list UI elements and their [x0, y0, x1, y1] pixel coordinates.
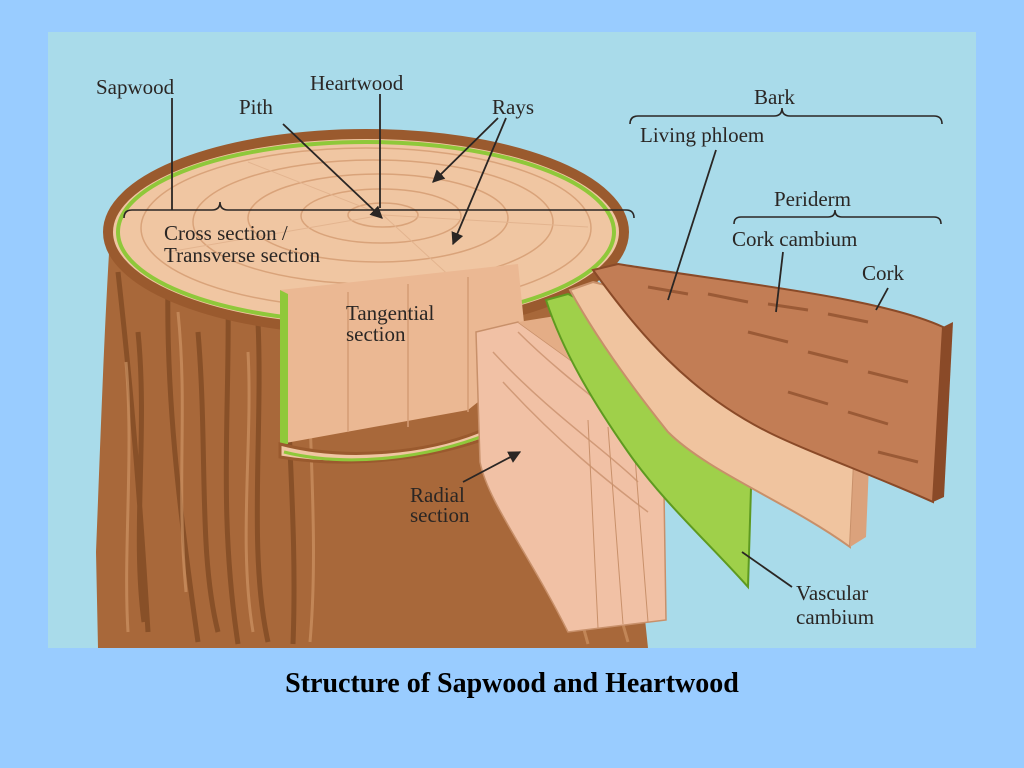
label-tangential-line1: Tangential	[346, 301, 434, 325]
leader-lines	[171, 94, 889, 588]
label-radial-line1: Radial	[410, 483, 465, 507]
label-living-phloem: Living phloem	[640, 123, 764, 147]
label-rays: Rays	[492, 95, 534, 119]
label-cross-section-line2: Transverse section	[164, 243, 321, 267]
cork-layer	[591, 262, 953, 504]
label-cross-section-line1: Cross section /	[164, 221, 288, 245]
label-periderm: Periderm	[774, 187, 851, 211]
label-radial-line2: section	[410, 503, 470, 527]
label-bark: Bark	[754, 85, 795, 109]
label-vascular-line2: cambium	[796, 605, 874, 629]
tree-structure-diagram: Sapwood Pith Heartwood Rays Bark Living …	[96, 71, 953, 648]
slide-caption: Structure of Sapwood and Heartwood	[285, 668, 739, 699]
bark-bracket	[629, 107, 943, 125]
label-cork-cambium: Cork cambium	[732, 227, 857, 251]
label-vascular-line1: Vascular	[796, 581, 868, 605]
cross-section-bracket	[123, 201, 635, 219]
periderm-bracket	[733, 209, 942, 225]
label-tangential-line2: section	[346, 322, 406, 346]
label-heartwood: Heartwood	[310, 71, 404, 95]
label-pith: Pith	[239, 95, 273, 119]
diagram-panel: Sapwood Pith Heartwood Rays Bark Living …	[48, 32, 976, 648]
label-cork: Cork	[862, 261, 905, 285]
label-sapwood: Sapwood	[96, 75, 175, 99]
